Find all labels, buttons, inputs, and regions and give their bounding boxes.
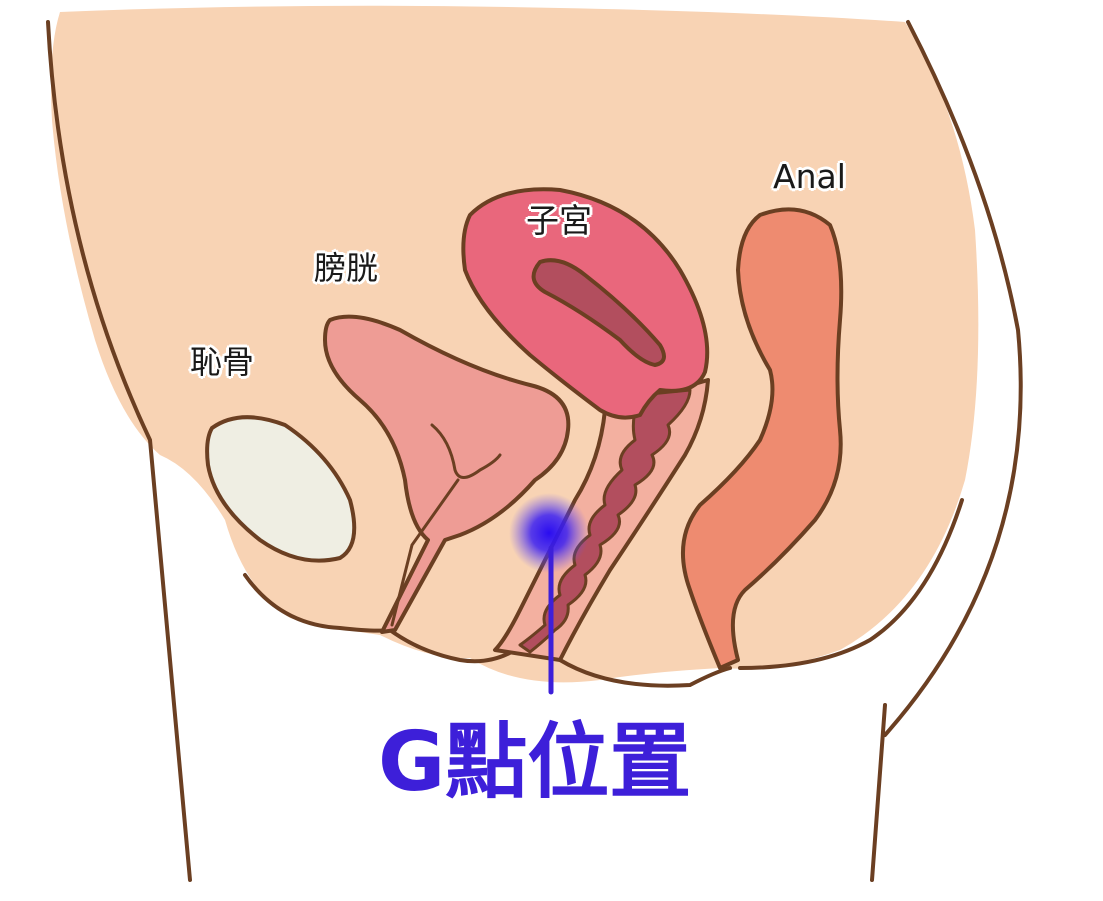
label-uterus: 子宮 bbox=[526, 201, 592, 240]
perineum-line-3 bbox=[738, 498, 964, 670]
bladder-fold bbox=[430, 423, 502, 479]
label-bladder: 膀胱 bbox=[314, 249, 379, 287]
right-thigh-line bbox=[870, 703, 887, 882]
label-pubic-bone: 恥骨 bbox=[190, 343, 255, 381]
perineum-line-2 bbox=[558, 658, 732, 688]
rectum bbox=[680, 207, 844, 670]
g-spot-marker bbox=[509, 493, 589, 573]
pubic-bone bbox=[205, 415, 357, 563]
right-hip-line bbox=[883, 20, 1023, 737]
left-hip-line bbox=[46, 20, 192, 882]
urethra-line bbox=[390, 478, 460, 627]
label-g-spot: G點位置 bbox=[378, 715, 692, 810]
bladder bbox=[323, 314, 571, 634]
label-anal: Anal bbox=[773, 157, 846, 196]
uterus-cavity bbox=[531, 258, 666, 367]
vaginal-canal-inner bbox=[518, 388, 692, 654]
